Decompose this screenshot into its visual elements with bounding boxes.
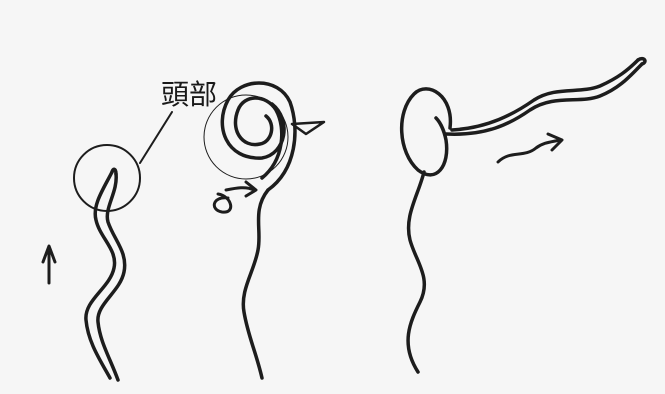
figure-1 (41, 111, 173, 382)
worm-3-upper-tail-tip (636, 56, 647, 66)
worm-2-flag (290, 120, 326, 136)
worm-1-outline-right (96, 172, 127, 382)
swirl-arrow (212, 186, 256, 214)
right-arrow (496, 138, 562, 164)
worm-3-head-loop (400, 87, 453, 177)
right-arrow-head (546, 132, 564, 152)
up-arrow-head (41, 244, 57, 264)
worm-1-head (110, 167, 118, 176)
head-label: 頭部 (161, 78, 218, 111)
worm-2-tail (241, 188, 270, 380)
worm-3-upper-tail-b (450, 58, 640, 132)
figure-2 (203, 81, 326, 380)
worm-2-coil-outer (220, 81, 297, 192)
leader-line (139, 111, 173, 164)
worm-3-lower-tail (406, 170, 427, 374)
worm-2-coil-inner (233, 96, 284, 180)
figure-3 (400, 56, 647, 374)
worm-1-outline-left (84, 170, 117, 380)
faint-guide-circle (203, 94, 289, 180)
worm-3-upper-tail-a (444, 62, 644, 136)
swirl-arrow-head (244, 180, 258, 198)
